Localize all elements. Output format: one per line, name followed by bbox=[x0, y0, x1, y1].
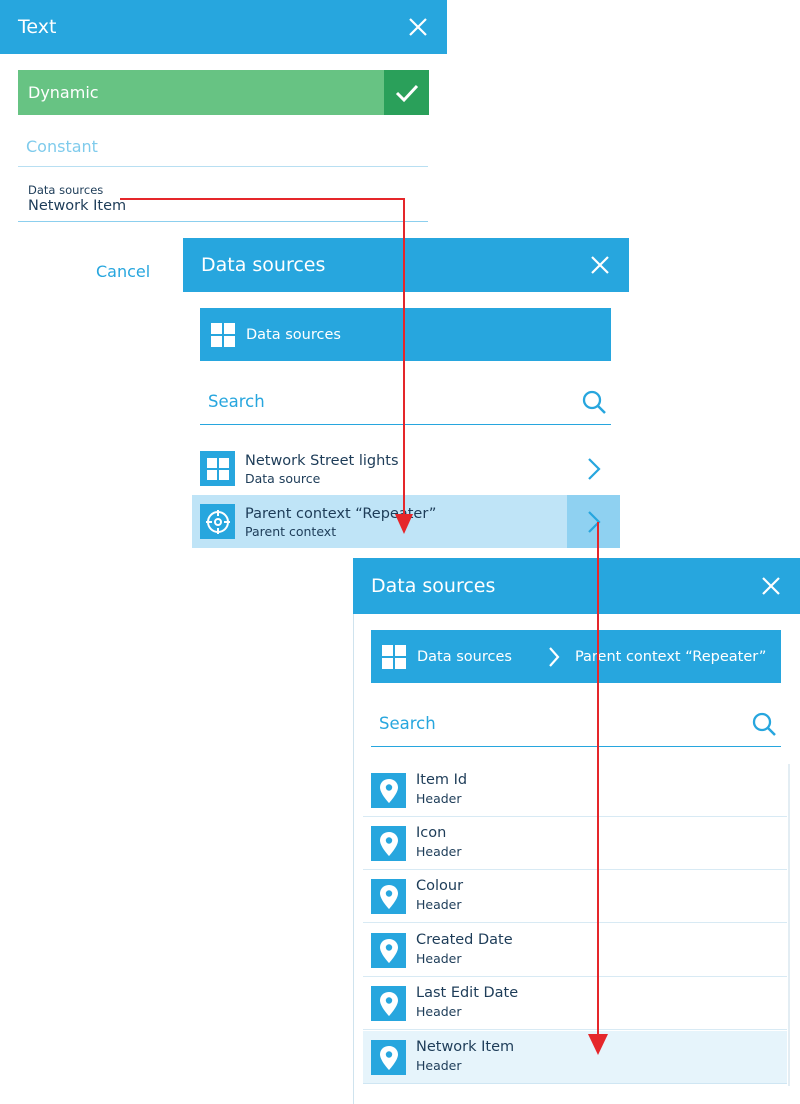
list-item-title: Parent context “Repeater” bbox=[245, 506, 437, 522]
grid-icon bbox=[382, 644, 406, 669]
close-icon[interactable] bbox=[589, 254, 611, 276]
breadcrumb: Data sources Parent context “Repeater” bbox=[371, 630, 781, 683]
data-sources-field-value: Network Item bbox=[28, 198, 127, 214]
list-item-subtitle: Header bbox=[416, 1004, 462, 1019]
search-placeholder: Search bbox=[208, 392, 265, 411]
subpanel-header: Data sources bbox=[353, 558, 800, 614]
close-icon[interactable] bbox=[760, 575, 782, 597]
list-item-selected[interactable]: Parent context “Repeater” Parent context bbox=[192, 495, 620, 548]
pin-tile bbox=[371, 933, 406, 968]
list-item-subtitle: Header bbox=[416, 1058, 462, 1073]
search-placeholder: Search bbox=[379, 714, 436, 733]
target-tile bbox=[200, 504, 235, 539]
list-item[interactable]: Network Street lights Data source bbox=[192, 442, 620, 495]
list-item-subtitle: Header bbox=[416, 951, 462, 966]
search-input[interactable]: Search bbox=[371, 709, 781, 747]
path-label: Data sources bbox=[246, 326, 341, 343]
list-item[interactable]: Created Date Header bbox=[363, 924, 787, 977]
list-item[interactable]: Last Edit Date Header bbox=[363, 977, 787, 1030]
dynamic-option-label: Dynamic bbox=[28, 83, 99, 102]
list-item-title: Network Street lights bbox=[245, 453, 399, 469]
list-item-subtitle: Header bbox=[416, 844, 462, 859]
map-pin-icon bbox=[379, 938, 398, 963]
data-sources-field-label: Data sources bbox=[28, 183, 104, 197]
list-item-subtitle: Header bbox=[416, 897, 462, 912]
grid-icon bbox=[206, 457, 229, 480]
pin-tile bbox=[371, 879, 406, 914]
chevron-right-icon[interactable] bbox=[587, 457, 601, 481]
subpanel-title: Data sources bbox=[371, 575, 496, 597]
data-sources-field[interactable]: Data sources Network Item bbox=[18, 180, 428, 222]
scrollbar[interactable] bbox=[788, 764, 790, 1086]
list-item-title: Icon bbox=[416, 825, 447, 841]
pin-tile bbox=[371, 1040, 406, 1075]
search-input[interactable]: Search bbox=[200, 387, 611, 425]
search-icon[interactable] bbox=[581, 389, 607, 415]
grid-icon bbox=[211, 322, 235, 347]
grid-tile bbox=[200, 451, 235, 486]
close-icon[interactable] bbox=[407, 16, 429, 38]
pin-tile bbox=[371, 986, 406, 1021]
search-icon[interactable] bbox=[751, 711, 777, 737]
text-panel-title: Text bbox=[18, 16, 57, 38]
pin-tile bbox=[371, 773, 406, 808]
data-sources-panel-header: Data sources bbox=[183, 238, 629, 292]
data-sources-panel-title: Data sources bbox=[201, 254, 326, 276]
map-pin-icon bbox=[379, 991, 398, 1016]
list-item[interactable]: Icon Header bbox=[363, 817, 787, 870]
list-item-title: Last Edit Date bbox=[416, 985, 519, 1001]
chevron-right-icon bbox=[549, 646, 560, 667]
breadcrumb-item-data-sources[interactable]: Data sources bbox=[417, 648, 512, 665]
list-item[interactable]: Item Id Header bbox=[363, 764, 787, 817]
breadcrumb-item-parent-context[interactable]: Parent context “Repeater” bbox=[574, 648, 767, 665]
chevron-button[interactable] bbox=[567, 495, 620, 548]
list-item-title: Item Id bbox=[416, 772, 468, 788]
list-item-subtitle: Data source bbox=[245, 471, 321, 486]
list-item-highlighted[interactable]: Network Item Header bbox=[363, 1031, 787, 1084]
data-sources-path-button[interactable]: Data sources bbox=[200, 308, 611, 361]
map-pin-icon bbox=[379, 1045, 398, 1070]
dynamic-option-button[interactable]: Dynamic bbox=[18, 70, 429, 115]
cancel-button[interactable]: Cancel bbox=[96, 262, 151, 281]
text-panel-header: Text bbox=[0, 0, 447, 54]
dynamic-check-box[interactable] bbox=[384, 70, 429, 115]
chevron-right-icon bbox=[587, 510, 601, 533]
check-icon bbox=[395, 84, 418, 102]
list-item-title: Network Item bbox=[416, 1039, 515, 1055]
list-item-title: Created Date bbox=[416, 932, 513, 948]
target-icon bbox=[205, 509, 230, 534]
list-item-subtitle: Parent context bbox=[245, 524, 337, 539]
list-item[interactable]: Colour Header bbox=[363, 870, 787, 923]
constant-option[interactable]: Constant bbox=[18, 132, 428, 167]
list-item-subtitle: Header bbox=[416, 791, 462, 806]
map-pin-icon bbox=[379, 778, 398, 803]
list-item-title: Colour bbox=[416, 878, 464, 894]
map-pin-icon bbox=[379, 884, 398, 909]
map-pin-icon bbox=[379, 831, 398, 856]
pin-tile bbox=[371, 826, 406, 861]
